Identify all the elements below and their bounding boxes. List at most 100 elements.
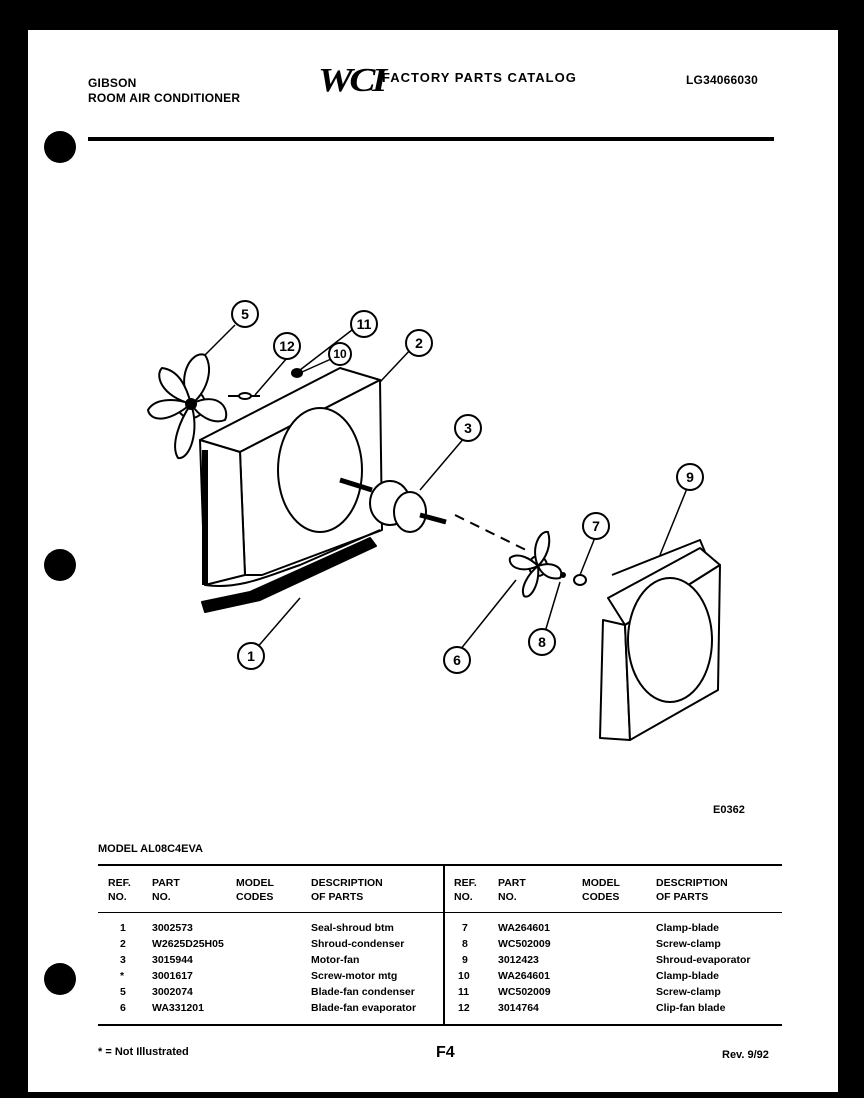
part-cell: 3002074 bbox=[152, 986, 193, 998]
header-part: PART NO. bbox=[498, 877, 526, 903]
callout-3-circle bbox=[454, 414, 482, 442]
header-model: MODEL CODES bbox=[236, 877, 274, 903]
ref-cell: 3 bbox=[120, 954, 126, 966]
callout-9-circle bbox=[676, 463, 704, 491]
model-cell bbox=[582, 968, 656, 984]
desc-cell: Shroud-condenser bbox=[311, 938, 405, 950]
desc-cell: Blade-fan evaporator bbox=[311, 1002, 417, 1014]
callout-12-circle bbox=[273, 332, 301, 360]
revision-date: Rev. 9/92 bbox=[722, 1049, 769, 1061]
model-line: MODEL AL08C4EVA bbox=[98, 843, 203, 855]
binder-hole-bottom bbox=[44, 963, 76, 995]
table-row: 8 WC502009 Screw-clamp bbox=[454, 936, 778, 952]
desc-cell: Clip-fan blade bbox=[656, 1002, 726, 1014]
ref-cell: 6 bbox=[120, 1002, 126, 1014]
desc-cell: Blade-fan condenser bbox=[311, 986, 415, 998]
table-row: 9 3012423 Shroud-evaporator bbox=[454, 952, 778, 968]
header-ref: REF. NO. bbox=[454, 877, 477, 903]
page-number: F4 bbox=[436, 1044, 455, 1061]
table-top-rule bbox=[98, 864, 782, 866]
ref-cell: 7 bbox=[462, 922, 468, 934]
callout-3: 3 bbox=[464, 420, 472, 436]
callout-7-circle bbox=[582, 512, 610, 540]
condenser-shroud-drawing bbox=[199, 367, 383, 587]
catalog-number: LG34066030 bbox=[686, 73, 759, 87]
fan-motor-drawing bbox=[339, 477, 531, 553]
product-name: ROOM AIR CONDITIONER bbox=[88, 91, 241, 105]
brand-name: GIBSON bbox=[88, 76, 137, 90]
part-cell: WC502009 bbox=[498, 938, 551, 950]
seal-shroud-drawing bbox=[201, 537, 377, 613]
callout-9: 9 bbox=[686, 469, 694, 485]
table-row: 3 3015944 Motor-fan bbox=[108, 952, 443, 968]
part-cell: 3002573 bbox=[152, 922, 193, 934]
evaporator-shroud-drawing bbox=[599, 539, 721, 741]
part-cell: 3012423 bbox=[498, 954, 539, 966]
desc-cell: Screw-clamp bbox=[656, 938, 721, 950]
clamp-screw-drawing bbox=[228, 368, 303, 400]
ref-cell: * bbox=[120, 970, 125, 982]
header-desc: DESCRIPTION OF PARTS bbox=[656, 877, 728, 903]
model-cell bbox=[236, 1000, 311, 1016]
part-cell: 3001617 bbox=[152, 970, 193, 982]
callout-7: 7 bbox=[592, 518, 600, 534]
model-cell bbox=[582, 936, 656, 952]
callout-8: 8 bbox=[538, 634, 546, 650]
header-model: MODEL CODES bbox=[582, 877, 620, 903]
callout-10-circle bbox=[328, 342, 352, 366]
desc-cell: Clamp-blade bbox=[656, 970, 720, 982]
callout-2: 2 bbox=[415, 335, 423, 351]
desc-cell: Screw-clamp bbox=[656, 986, 721, 998]
desc-cell: Shroud-evaporator bbox=[656, 954, 751, 966]
ref-cell: 9 bbox=[462, 954, 468, 966]
table-row: 12 3014764 Clip-fan blade bbox=[454, 1000, 778, 1016]
model-cell bbox=[236, 968, 311, 984]
desc-cell: Clamp-blade bbox=[656, 922, 720, 934]
evaporator-fan-blade-drawing bbox=[508, 530, 587, 598]
part-cell: WA331201 bbox=[152, 1002, 204, 1014]
callout-11: 11 bbox=[357, 316, 372, 332]
desc-cell: Motor-fan bbox=[311, 954, 360, 966]
model-cell bbox=[582, 984, 656, 1000]
table-row: 7 WA264601 Clamp-blade bbox=[454, 920, 778, 936]
callout-12: 12 bbox=[279, 338, 295, 354]
table-row: 5 3002074 Blade-fan condenser bbox=[108, 984, 443, 1000]
table-row: 11 WC502009 Screw-clamp bbox=[454, 984, 778, 1000]
binder-hole-middle bbox=[44, 549, 76, 581]
catalog-title: FACTORY PARTS CATALOG bbox=[382, 70, 577, 85]
table-header-row: REF. NO. PART NO. MODEL CODES DESCRIPTIO… bbox=[454, 876, 778, 904]
callout-1: 1 bbox=[247, 648, 255, 664]
ref-cell: 5 bbox=[120, 986, 126, 998]
table-header-rule bbox=[98, 912, 782, 913]
model-cell bbox=[582, 1000, 656, 1016]
model-cell bbox=[236, 984, 311, 1000]
parts-table-left: REF. NO. PART NO. MODEL CODES DESCRIPTIO… bbox=[108, 876, 443, 1016]
model-cell bbox=[582, 952, 656, 968]
model-cell bbox=[582, 920, 656, 936]
callout-2-circle bbox=[405, 329, 433, 357]
table-divider bbox=[443, 866, 445, 1024]
table-row: 1 3002573 Seal-shroud btm bbox=[108, 920, 443, 936]
callout-6-circle bbox=[443, 646, 471, 674]
part-cell: WA264601 bbox=[498, 922, 550, 934]
ref-cell: 8 bbox=[462, 938, 468, 950]
not-illustrated-footnote: * = Not Illustrated bbox=[98, 1046, 189, 1058]
wci-logo: WCI bbox=[318, 62, 387, 99]
part-cell: 3014764 bbox=[498, 1002, 539, 1014]
binder-hole-top bbox=[44, 131, 76, 163]
model-cell bbox=[236, 952, 311, 968]
callout-1-circle bbox=[237, 642, 265, 670]
callout-5-circle bbox=[231, 300, 259, 328]
header-desc: DESCRIPTION OF PARTS bbox=[311, 877, 383, 903]
callout-10: 10 bbox=[333, 347, 347, 361]
parts-table-right: REF. NO. PART NO. MODEL CODES DESCRIPTIO… bbox=[454, 876, 778, 1016]
callout-11-circle bbox=[350, 310, 378, 338]
callout-5: 5 bbox=[241, 306, 249, 322]
ref-cell: 12 bbox=[458, 1002, 470, 1014]
header-part: PART NO. bbox=[152, 877, 180, 903]
part-cell: WA264601 bbox=[498, 970, 550, 982]
ref-cell: 11 bbox=[458, 986, 470, 998]
header-ref: REF. NO. bbox=[108, 877, 131, 903]
desc-cell: Screw-motor mtg bbox=[311, 970, 398, 982]
